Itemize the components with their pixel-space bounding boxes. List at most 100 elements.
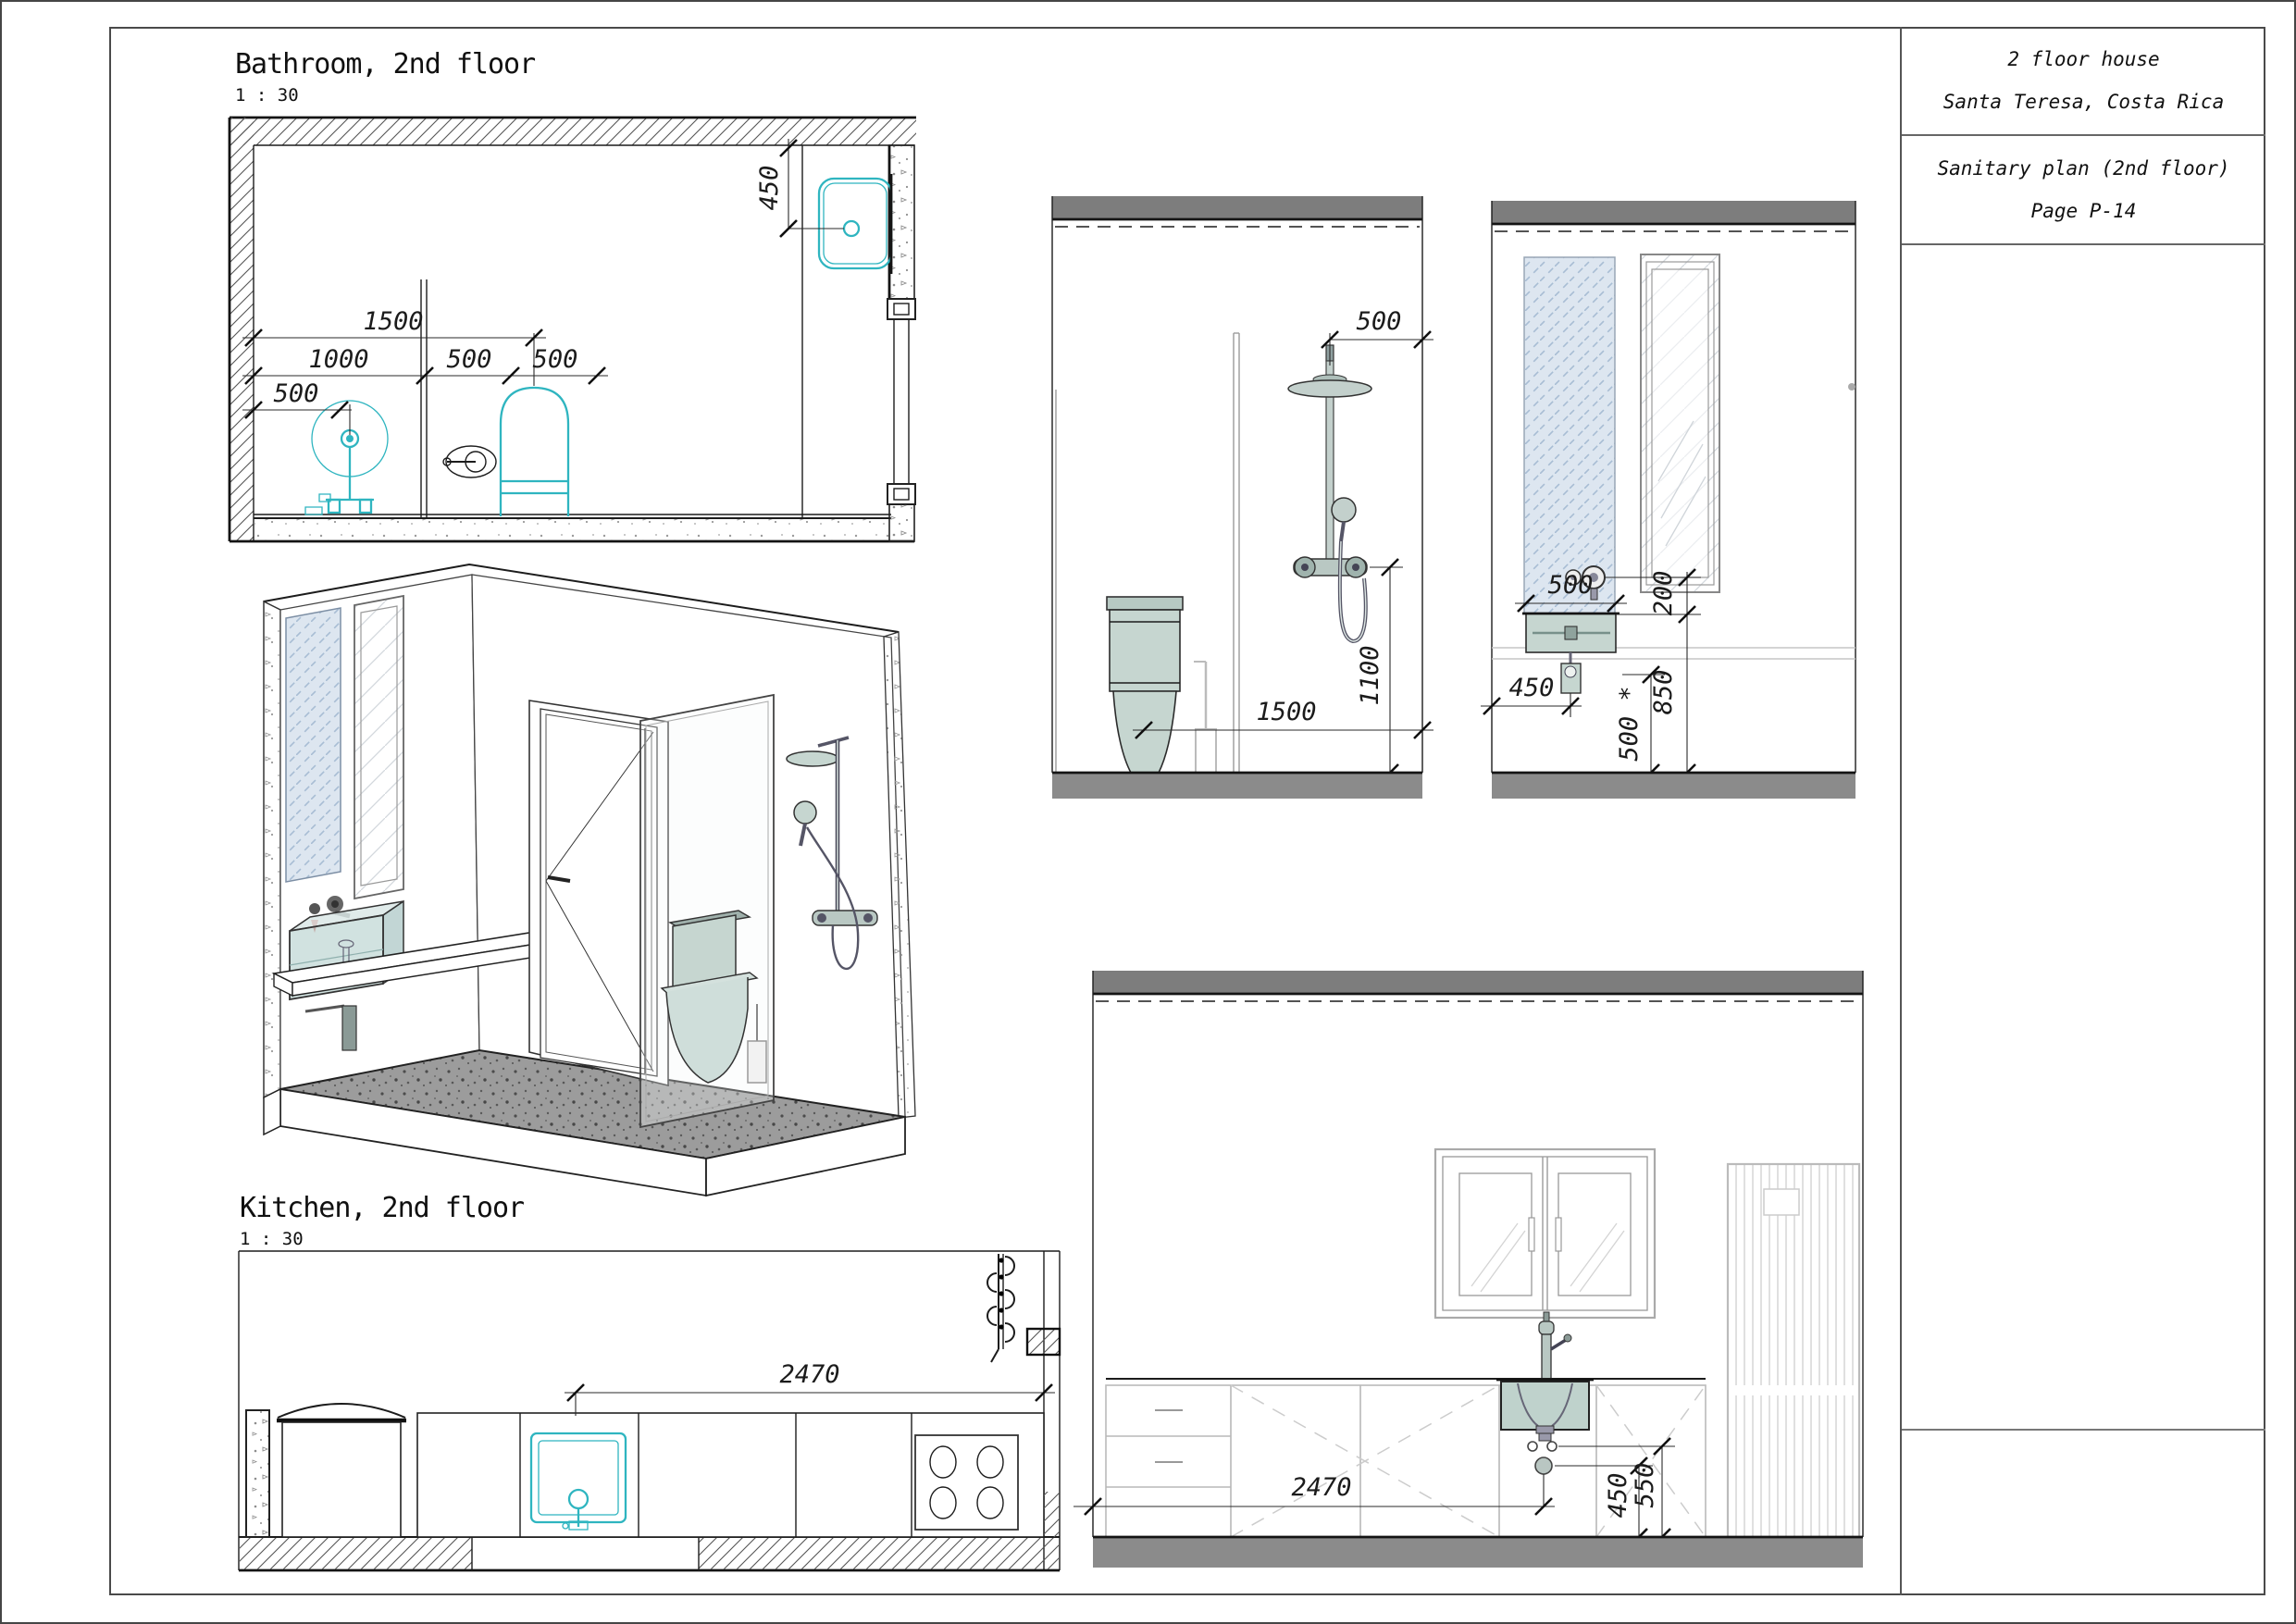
title-block-sheet-cell: Sanitary plan (2nd floor) Page P-14 <box>1902 136 2265 245</box>
dim-label: 500 <box>533 345 578 374</box>
shelf-3d <box>271 932 551 1051</box>
dim-label: 450 <box>755 166 784 211</box>
left-wall-edge <box>263 600 281 1099</box>
rain-head <box>1287 379 1372 398</box>
mirror-elevation <box>1640 254 1720 593</box>
wall-cabinet <box>1433 1147 1657 1320</box>
kitchen-corner-hatch <box>1044 1492 1060 1537</box>
window-jamb-bottom <box>887 483 916 505</box>
view-scale-text: 1 : 30 <box>235 85 299 105</box>
right-wall-edge <box>883 631 916 1119</box>
floor-band <box>1093 1537 1863 1568</box>
kitchen-wall-hatch-left <box>240 1538 472 1569</box>
dim-label: 450 <box>1509 674 1555 702</box>
vanity-sink <box>1522 612 1620 694</box>
toilet-brush-elevation <box>1194 661 1217 774</box>
bathroom-plan-dimensions: 1500 1000 500 500 500 450 <box>242 138 799 420</box>
kitchen-plan-view: 2470 <box>238 1250 1061 1572</box>
toilet-elevation <box>1106 596 1184 774</box>
bathroom-plan-view: 1500 1000 500 500 500 450 <box>228 116 916 543</box>
door-hinge-mark <box>1848 383 1855 391</box>
dim-label: 2470 <box>779 1360 839 1389</box>
ceiling-band <box>1052 196 1422 219</box>
kitchen-stove-plan <box>914 1434 1019 1531</box>
plan-right-wall-upper <box>888 144 915 300</box>
sheet-border <box>109 27 2265 1595</box>
fridge-dispenser <box>1763 1188 1800 1216</box>
view-title-text: Kitchen, 2nd floor <box>240 1192 525 1224</box>
view-scale-text: 1 : 30 <box>240 1229 304 1249</box>
toilet-brush-3d <box>747 1004 767 1084</box>
title-block-bottom-cell <box>1902 1431 2265 1592</box>
plan-door-handle <box>442 445 497 478</box>
plan-floor-strip <box>254 518 891 541</box>
door-handle-3d <box>547 875 571 883</box>
door-3d <box>528 700 669 1087</box>
dim-label: 500 <box>1357 307 1402 336</box>
kitchen-left-pier <box>245 1409 270 1538</box>
dim-label: 500 <box>274 379 319 408</box>
project-location: Santa Teresa, Costa Rica <box>1942 91 2225 114</box>
cabinet-handle <box>1555 1217 1562 1252</box>
ceiling-band <box>1492 201 1855 224</box>
vanity-elevation-dimensions: 500 200 850 500 * 450 <box>1481 567 1701 784</box>
kitchen-right-pier <box>1025 1327 1061 1357</box>
kitchen-sink-plan <box>529 1432 627 1531</box>
sheet-title: Sanitary plan (2nd floor) <box>1937 156 2230 180</box>
title-block-project-cell: 2 floor house Santa Teresa, Costa Rica <box>1902 27 2265 136</box>
window-3d <box>285 607 341 883</box>
bathroom-view-title: Bathroom, 2nd floor 1 : 30 <box>235 48 536 105</box>
window-panel <box>1523 256 1616 614</box>
dim-label: 500 <box>447 345 492 374</box>
dim-label: 1100 <box>1356 645 1384 705</box>
floor-band <box>1052 773 1422 799</box>
dim-label: 1500 <box>363 307 423 336</box>
kitchen-fridge-plan <box>277 1403 406 1538</box>
plinth-right <box>705 1115 906 1197</box>
window-jamb-top <box>887 298 916 320</box>
kitchen-rack-plan <box>987 1254 1015 1363</box>
hand-shower <box>1331 497 1357 523</box>
ceiling-band <box>1093 971 1863 994</box>
bathroom-3d-view <box>263 563 916 1197</box>
plan-shower <box>304 400 389 515</box>
kitchen-elevation-view: 450 550 2470 <box>1074 971 1864 1568</box>
shower-elevation-view: 500 1100 1500 <box>1051 196 1433 799</box>
kitchen-view-title: Kitchen, 2nd floor 1 : 30 <box>240 1192 525 1249</box>
project-name: 2 floor house <box>2007 47 2160 70</box>
page-number: Page P-14 <box>2030 200 2137 223</box>
cabinet-handle <box>1528 1217 1535 1252</box>
dim-label: 850 <box>1649 670 1678 715</box>
title-block: 2 floor house Santa Teresa, Costa Rica S… <box>1900 27 2265 1595</box>
dim-label: 200 <box>1649 571 1678 616</box>
kitchen-wall-hatch-right <box>699 1538 1059 1569</box>
dim-label: 500 <box>1548 571 1594 600</box>
plan-sink <box>788 174 893 274</box>
vanity-faucet <box>1565 565 1606 601</box>
plan-toilet <box>499 333 570 516</box>
dim-label: 500 * <box>1615 686 1644 761</box>
dim-label: 1500 <box>1256 698 1316 726</box>
kitchen-plan-dimensions: 2470 <box>565 1360 1055 1416</box>
dim-label: 2470 <box>1291 1473 1351 1502</box>
fridge-elevation <box>1726 1162 1861 1539</box>
shower-elevation-dimensions: 500 1100 1500 <box>1133 307 1433 784</box>
toilet-3d <box>660 910 759 1084</box>
title-block-empty-cell <box>1902 245 2265 1431</box>
dim-label: 450 <box>1604 1473 1632 1519</box>
dim-label: 1000 <box>308 345 368 374</box>
kitchen-sink-elevation <box>1496 1378 1594 1442</box>
kitchen-faucet <box>1538 1311 1572 1382</box>
utility-points <box>1527 1441 1558 1475</box>
base-cabinets <box>1105 1384 1706 1538</box>
rain-head-3d <box>786 750 839 767</box>
shower-3d <box>786 736 878 971</box>
kitchen-elevation-dimensions: 450 550 2470 <box>1074 1436 1675 1548</box>
view-title-text: Bathroom, 2nd floor <box>235 48 536 81</box>
vanity-elevation-view: 500 200 850 500 * 450 <box>1481 201 1856 799</box>
shower-column <box>1287 344 1372 644</box>
floor-band <box>1492 773 1855 799</box>
mirror-3d <box>354 594 404 900</box>
plan-top-wall <box>230 118 916 145</box>
